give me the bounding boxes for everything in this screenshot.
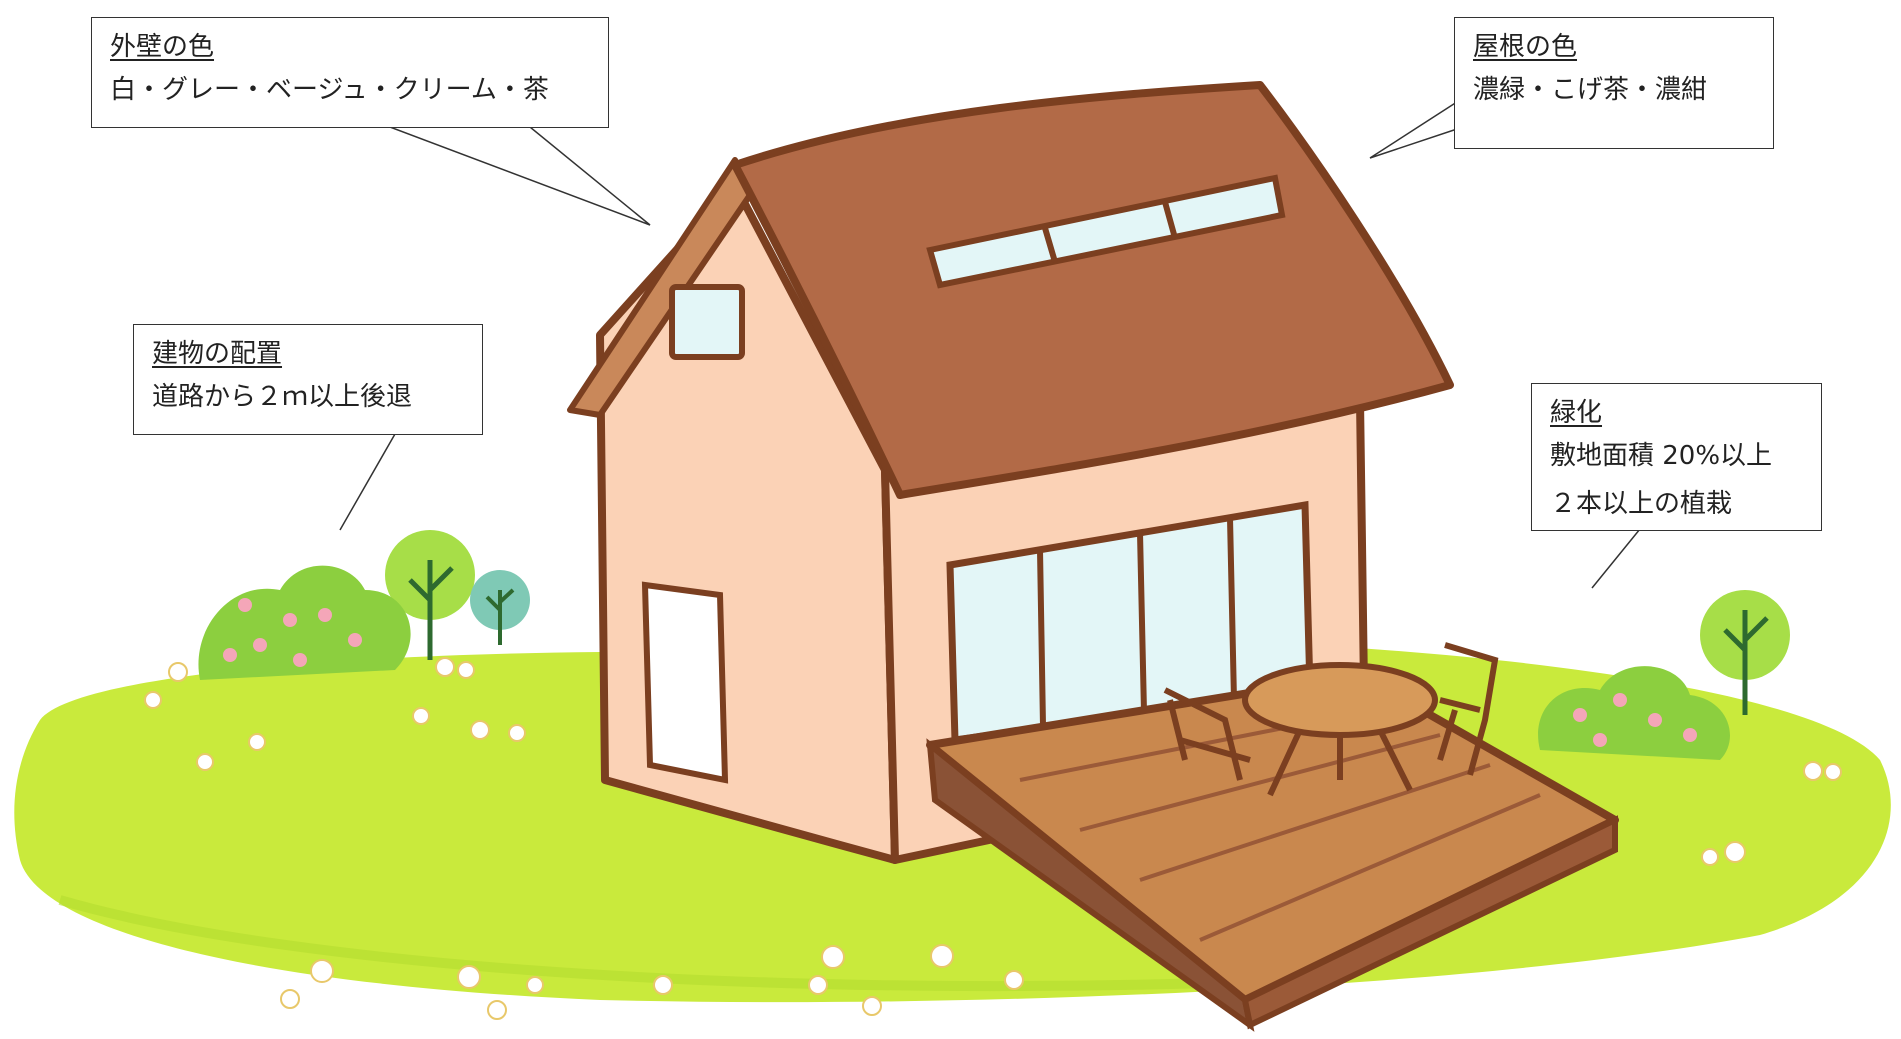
callout-building-placement: 建物の配置 道路から２ｍ以上後退 (133, 324, 483, 435)
callout-line: 道路から２ｍ以上後退 (152, 373, 466, 421)
callout-wall-color: 外壁の色 白・グレー・ベージュ・クリーム・茶 (91, 17, 609, 128)
callout-title: 緑化 (1550, 394, 1805, 432)
callout-line: 白・グレー・ベージュ・クリーム・茶 (110, 66, 592, 114)
callout-title: 建物の配置 (152, 335, 466, 373)
gable-window (672, 287, 742, 357)
callout-title: 屋根の色 (1473, 28, 1757, 66)
callout-roof-color: 屋根の色 濃緑・こげ茶・濃紺 (1454, 17, 1774, 149)
callout-line: 濃緑・こげ茶・濃紺 (1473, 66, 1757, 114)
tree-icon (470, 570, 530, 645)
callout-greenery: 緑化 敷地面積 20%以上 ２本以上の植栽 (1531, 383, 1822, 531)
callout-line: 敷地面積 20%以上 (1550, 432, 1805, 480)
bush-icon (198, 566, 410, 680)
callout-line: ２本以上の植栽 (1550, 480, 1805, 528)
door (645, 585, 725, 780)
callout-title: 外壁の色 (110, 28, 592, 66)
